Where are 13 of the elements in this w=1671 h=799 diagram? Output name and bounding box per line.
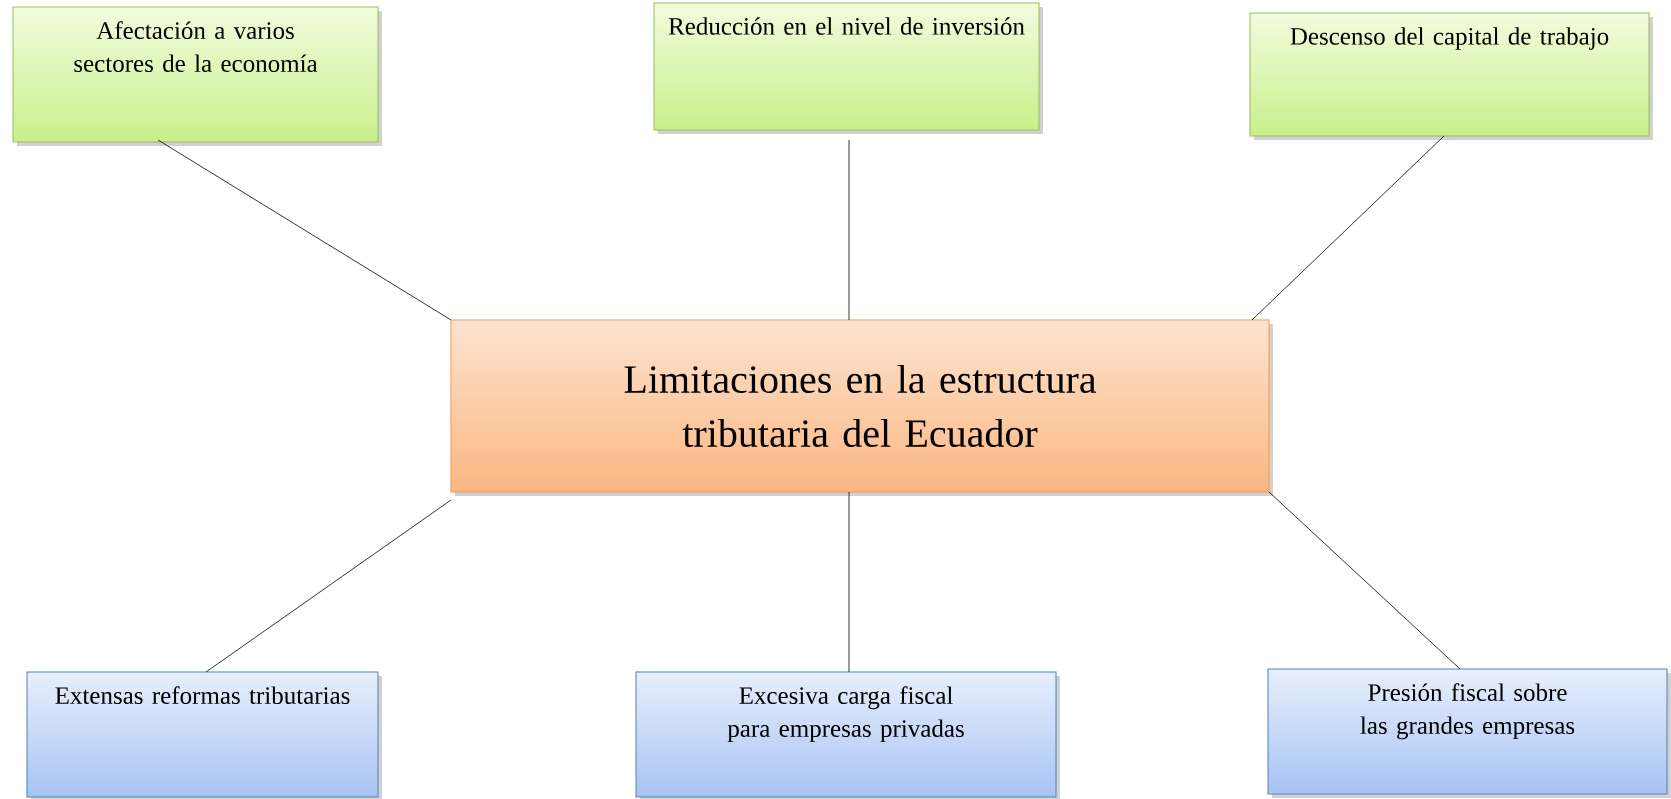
connector-line <box>848 491 850 673</box>
cause-box: Excesiva carga fiscal para empresas privadas <box>635 671 1057 798</box>
effect-box: Descenso del capital de trabajo <box>1249 12 1650 137</box>
central-box: Limitaciones en la estructura tributaria del Ecuador <box>450 319 1270 493</box>
cause-box: Extensas reformas tributarias <box>26 671 379 798</box>
effect-box: Reducción en el nivel de inversión <box>653 2 1040 131</box>
connector-line <box>157 139 452 321</box>
connector-line <box>1251 135 1445 321</box>
connector-line <box>848 139 850 321</box>
cause-box: Presión fiscal sobre las grandes empresas <box>1267 668 1668 795</box>
connector-line <box>1268 491 1461 670</box>
effect-box: Afectación a varios sectores de la economía <box>12 6 379 143</box>
connector-line <box>205 499 452 673</box>
